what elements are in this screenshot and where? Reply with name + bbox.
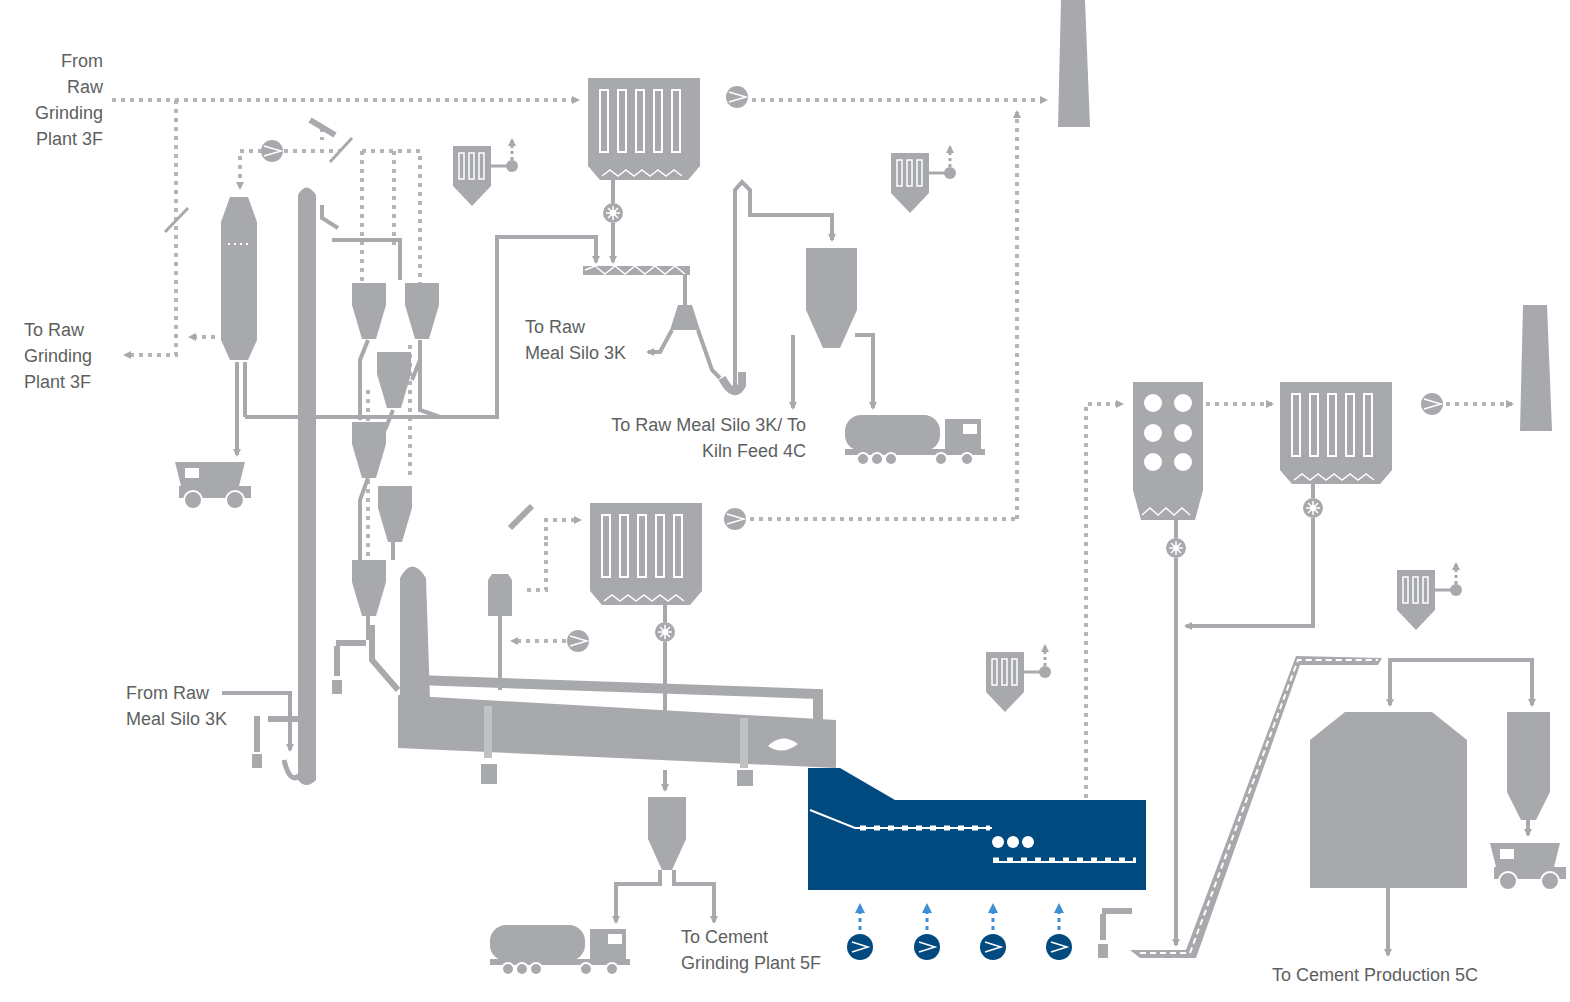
flow-label: From Raw Meal Silo 3K	[126, 680, 234, 732]
flow-label: To Cement Grinding Plant 5F	[681, 924, 831, 976]
flow-label: To Raw Meal Silo 3K	[525, 314, 628, 366]
flow-label: To Raw Grinding Plant 3F	[24, 317, 104, 395]
flow-label: From Raw Grinding Plant 3F	[27, 48, 103, 152]
flow-label: To Cement Production 5C	[1272, 962, 1478, 988]
flow-label: To Raw Meal Silo 3K/ To Kiln Feed 4C	[606, 412, 806, 464]
